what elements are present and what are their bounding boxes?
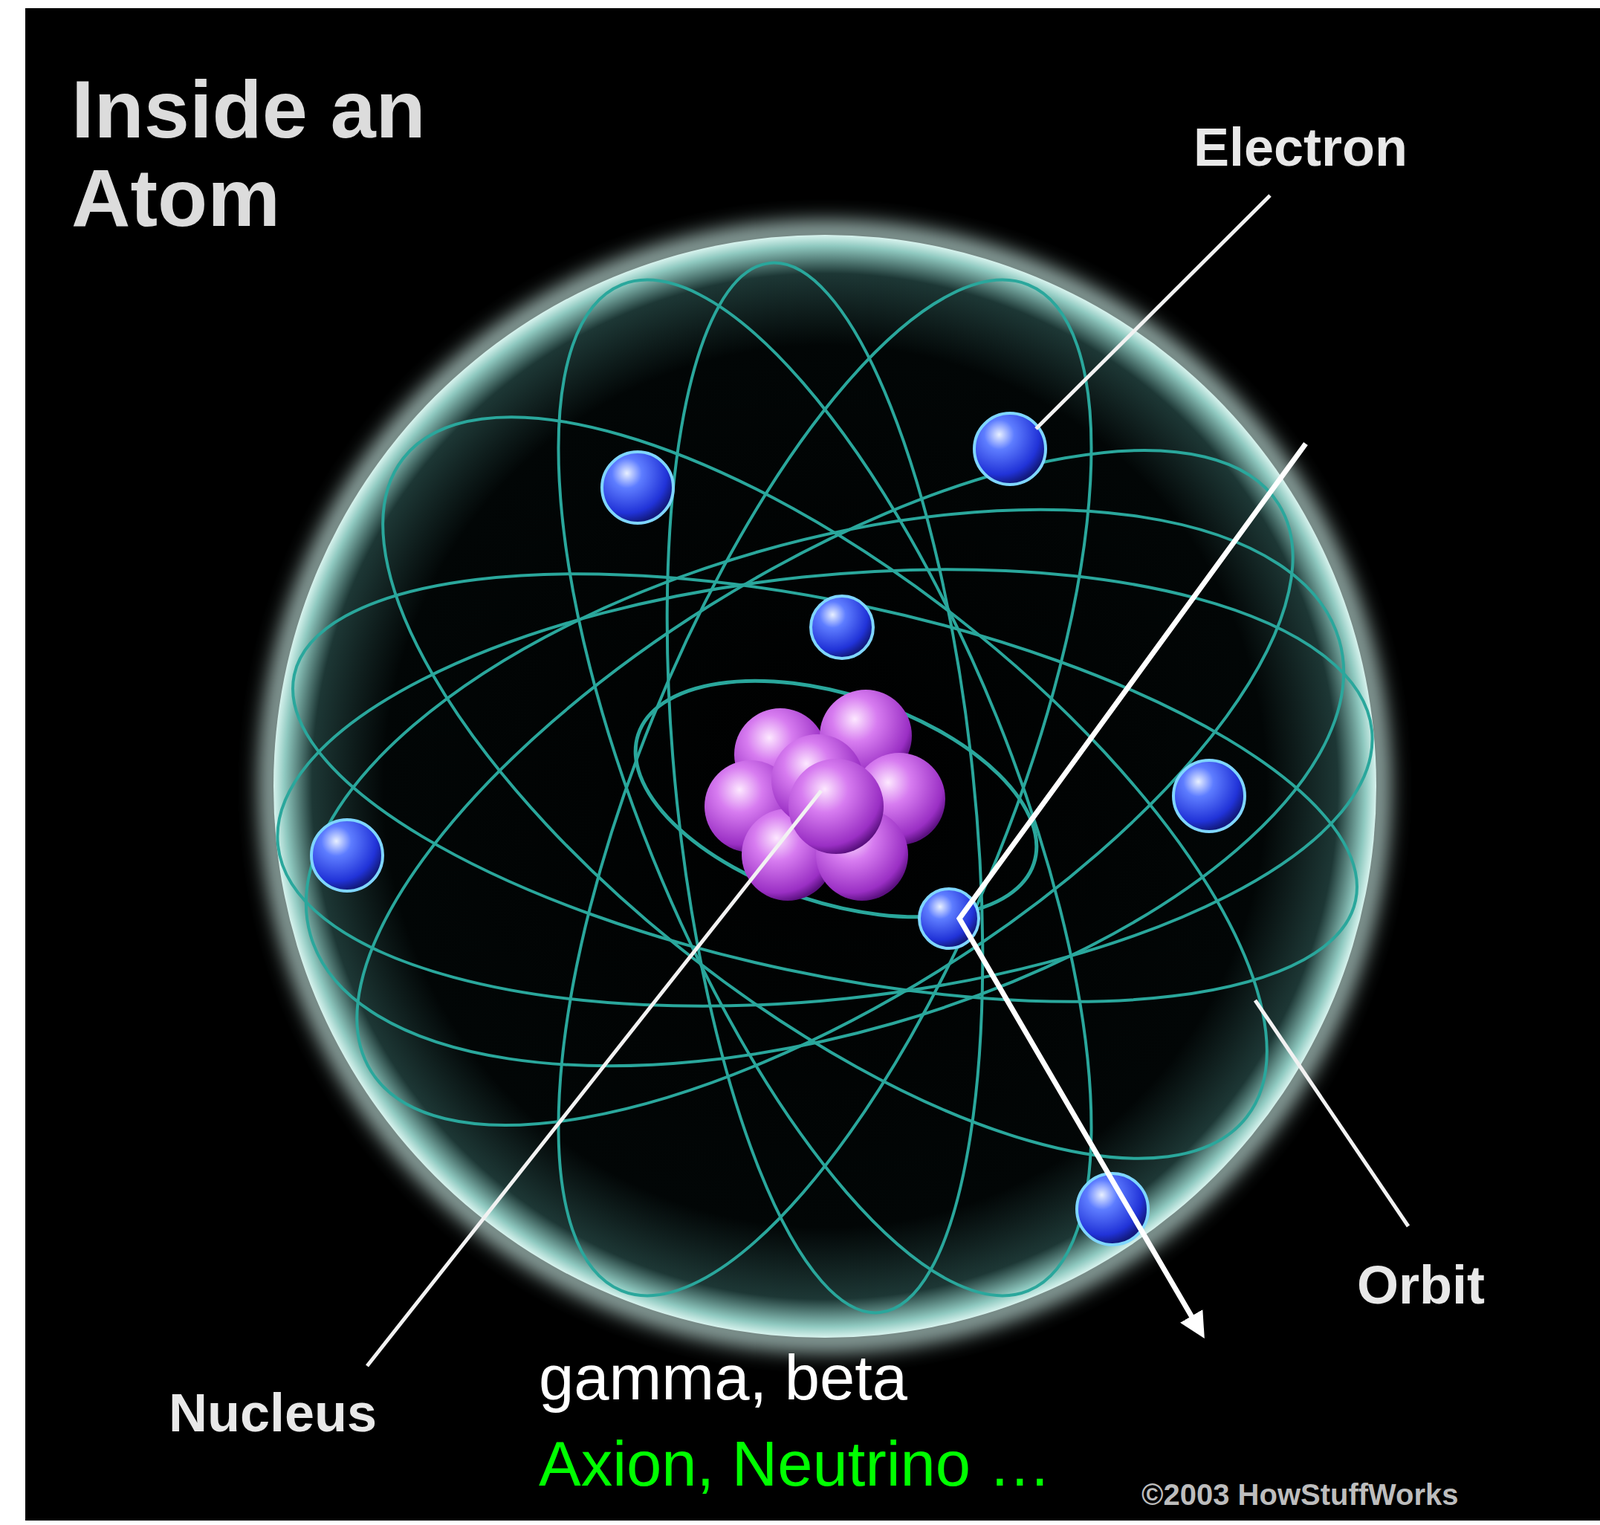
electron xyxy=(974,413,1046,485)
electron xyxy=(1173,760,1245,832)
nucleus-leader xyxy=(367,790,822,1366)
electron xyxy=(311,819,383,892)
orbit-ellipse xyxy=(622,247,1028,1329)
orbit-ellipses xyxy=(243,215,1407,1361)
leader-lines xyxy=(367,195,1409,1366)
emission-label: gamma, beta xyxy=(538,1341,908,1415)
part-label: Orbit xyxy=(1356,1254,1485,1317)
orbit-ellipse xyxy=(243,404,1407,1171)
electron-leader xyxy=(1035,195,1271,429)
atom-sphere xyxy=(273,234,1377,1338)
inner-orbit xyxy=(605,635,1066,962)
copyright-note: ©2003 HowStuffWorks xyxy=(1141,1477,1459,1512)
orbit-ellipse xyxy=(449,215,1201,1361)
orbit-leader xyxy=(1255,1000,1409,1227)
nucleon xyxy=(788,758,884,854)
orbit-ellipse xyxy=(449,215,1201,1361)
emission-arrow xyxy=(959,443,1306,1328)
orbit-ellipse xyxy=(255,519,1394,1057)
part-label: Nucleus xyxy=(168,1382,377,1444)
electrons xyxy=(311,413,1245,1245)
orbit-ellipse xyxy=(257,321,1394,1255)
orbit-ellipse xyxy=(255,493,1395,1083)
black-ground xyxy=(25,8,1600,1521)
sphere-glow xyxy=(271,232,1379,1340)
orbit-ellipse xyxy=(270,288,1380,1288)
nucleus xyxy=(704,689,946,901)
electron xyxy=(810,596,874,659)
emission-label: Axion, Neutrino … xyxy=(538,1427,1052,1501)
electron xyxy=(601,451,674,524)
part-label: Electron xyxy=(1193,116,1408,179)
figure-title: Inside an Atom xyxy=(71,65,547,243)
